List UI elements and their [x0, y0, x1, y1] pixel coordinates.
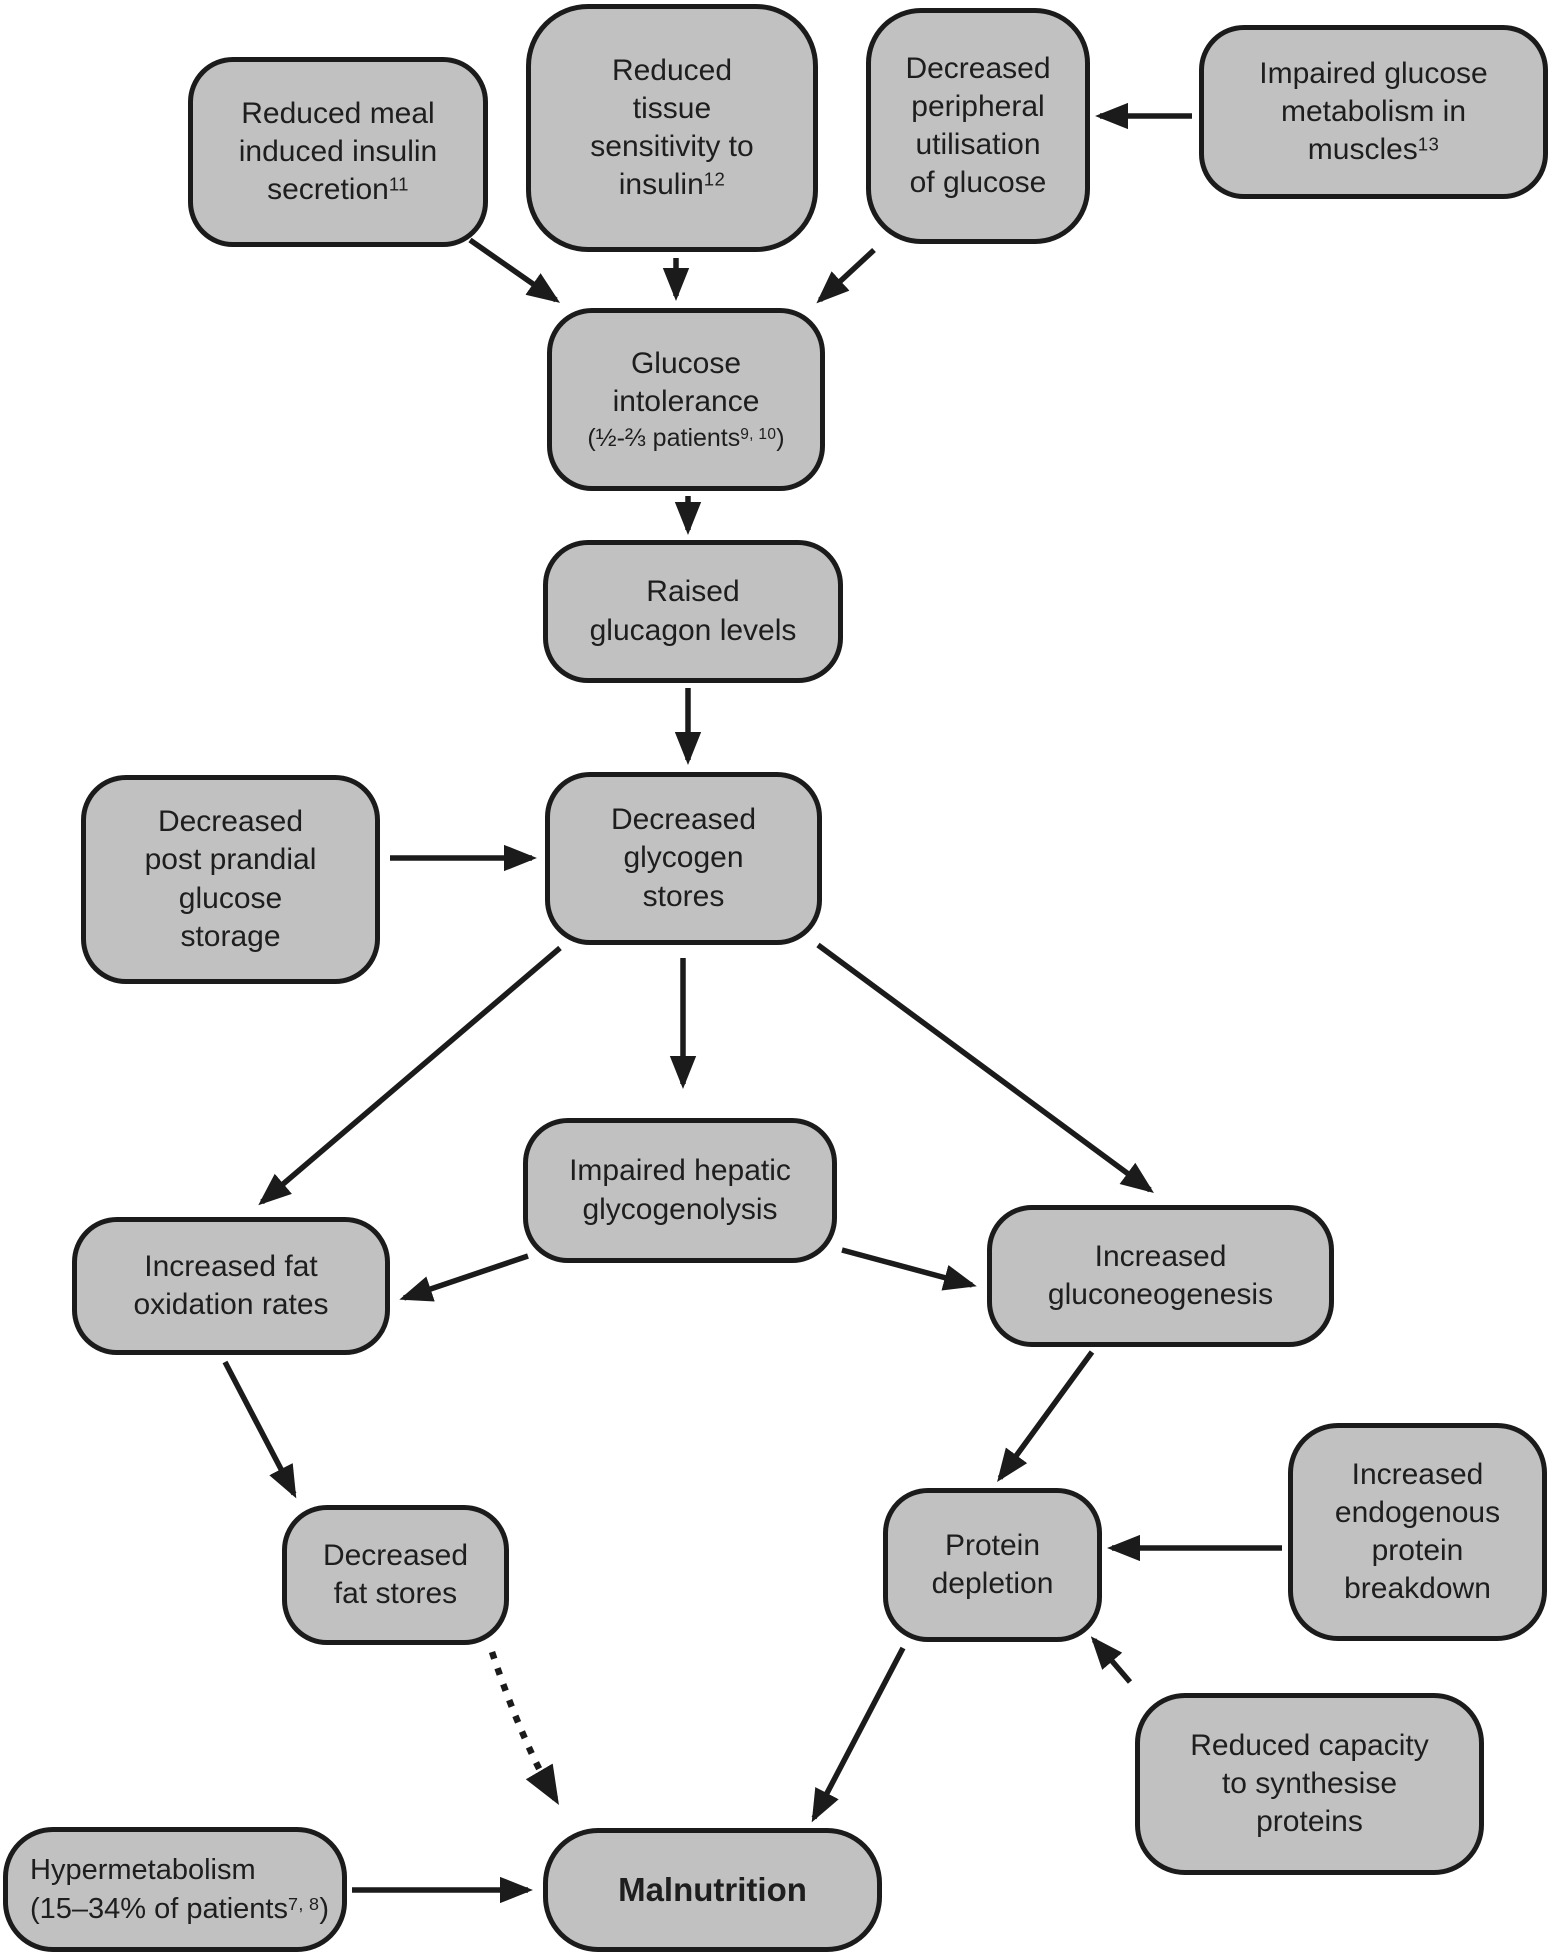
node-label: Increased fat oxidation rates — [133, 1249, 329, 1321]
node-increased-fat-oxidation: Increased fat oxidation rates — [72, 1217, 390, 1355]
node-label: Decreased glycogen stores — [610, 803, 757, 913]
node-label: Increased gluconeogenesis — [1047, 1239, 1274, 1311]
node-decreased-peripheral-utilisation: Decreased peripheral utilisation of gluc… — [866, 8, 1090, 244]
node-label: Decreased post prandial glucose storage — [144, 805, 317, 953]
node-reduced-capacity-synthesise-proteins: Reduced capacity to synthesise proteins — [1135, 1693, 1484, 1875]
node-label: Impaired glucose metabolism in muscles13 — [1259, 56, 1488, 167]
arrow-hepatic-glycogenolysis-to-gluconeogenesis — [841, 1247, 977, 1291]
node-label: Decreased peripheral utilisation of gluc… — [905, 51, 1051, 200]
node-label: Decreased fat stores — [322, 1538, 469, 1610]
node-label: Reduced tissue sensitivity to insulin12 — [590, 53, 754, 202]
node-label: Reduced meal induced insulin secretion11 — [238, 96, 438, 207]
node-note: (½-⅔ patients9, 10) — [587, 423, 785, 452]
node-reduced-meal-insulin-secretion: Reduced meal induced insulin secretion11 — [188, 57, 488, 247]
node-note: (15–34% of patients7, 8) — [30, 1892, 330, 1925]
node-hypermetabolism: Hypermetabolism (15–34% of patients7, 8) — [3, 1827, 347, 1952]
node-impaired-glucose-metabolism-muscles: Impaired glucose metabolism in muscles13 — [1199, 25, 1548, 199]
node-protein-depletion: Protein depletion — [883, 1488, 1102, 1642]
arrow-glycogen-stores-to-gluconeogenesis — [816, 942, 1154, 1193]
node-label: Increased endogenous protein breakdown — [1334, 1457, 1501, 1606]
node-label: Glucose intolerance (½-⅔ patients9, 10) — [587, 345, 784, 455]
arrow-gluconeogenesis-to-protein-depletion — [997, 1350, 1095, 1482]
node-label: Raised glucagon levels — [589, 575, 797, 647]
arrow-hepatic-glycogenolysis-to-fat-oxidation — [399, 1253, 529, 1302]
node-label: Hypermetabolism (15–34% of patients7, 8) — [30, 1852, 329, 1928]
arrow-meal-insulin-to-glucose-intolerance — [468, 237, 561, 303]
node-label: Malnutrition — [618, 1871, 807, 1909]
node-malnutrition: Malnutrition — [543, 1828, 882, 1952]
node-decreased-fat-stores: Decreased fat stores — [282, 1505, 509, 1645]
node-label: Protein depletion — [931, 1528, 1054, 1600]
arrow-fat-oxidation-to-fat-stores — [222, 1360, 297, 1499]
arrow-glycogen-stores-to-fat-oxidation — [258, 945, 562, 1206]
node-impaired-hepatic-glycogenolysis: Impaired hepatic glycogenolysis — [523, 1118, 837, 1263]
arrow-peripheral-utilisation-to-glucose-intolerance — [816, 247, 876, 304]
node-increased-gluconeogenesis: Increased gluconeogenesis — [987, 1205, 1334, 1347]
node-decreased-post-prandial-storage: Decreased post prandial glucose storage — [81, 775, 380, 984]
node-reduced-tissue-sensitivity: Reduced tissue sensitivity to insulin12 — [526, 4, 818, 252]
node-glucose-intolerance: Glucose intolerance (½-⅔ patients9, 10) — [547, 308, 825, 491]
node-decreased-glycogen-stores: Decreased glycogen stores — [545, 772, 822, 945]
arrow-fat-stores-to-malnutrition-dotted — [488, 1650, 559, 1806]
arrow-reduced-capacity-to-protein-depletion — [1090, 1636, 1133, 1684]
arrow-protein-depletion-to-malnutrition — [811, 1646, 906, 1823]
node-label: Reduced capacity to synthesise proteins — [1190, 1728, 1429, 1839]
node-label: Impaired hepatic glycogenolysis — [569, 1154, 791, 1226]
node-raised-glucagon-levels: Raised glucagon levels — [543, 540, 843, 683]
node-increased-endogenous-protein-breakdown: Increased endogenous protein breakdown — [1288, 1423, 1547, 1641]
